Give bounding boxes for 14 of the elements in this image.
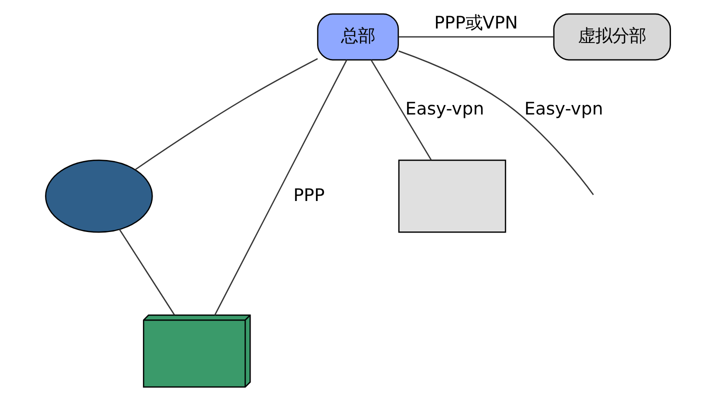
node-box: 虚拟分部	[553, 12, 671, 60]
connector	[370, 59, 432, 160]
edge-label: Easy-vpn	[405, 99, 484, 120]
connector	[398, 50, 594, 195]
node-box: 总部	[317, 12, 399, 60]
node-cloud	[45, 159, 153, 232]
connector	[398, 36, 554, 37]
connector	[134, 58, 318, 170]
connector	[214, 59, 348, 315]
connector	[118, 228, 175, 315]
edge-label: PPP	[293, 185, 325, 206]
edge-label: Easy-vpn	[524, 99, 604, 120]
edge-label: PPP或VPN	[434, 12, 518, 33]
node-box	[398, 159, 506, 232]
